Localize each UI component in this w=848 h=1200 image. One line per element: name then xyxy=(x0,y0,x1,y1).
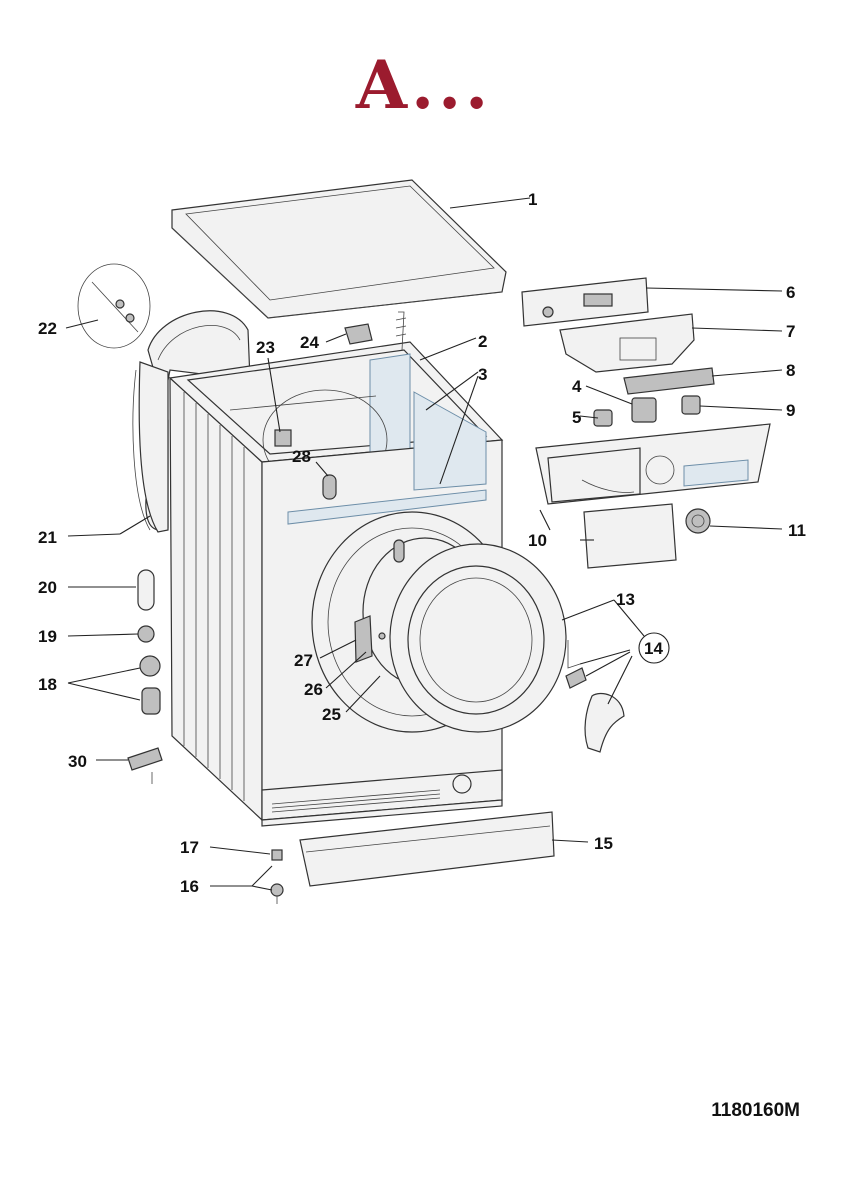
page-title: A... xyxy=(355,46,493,124)
screw-17 xyxy=(271,849,283,861)
callout-25: 25 xyxy=(322,705,341,724)
plinth-cover-15 xyxy=(299,811,555,887)
rear-cover xyxy=(132,310,251,533)
hinge-parts-14 xyxy=(565,640,625,753)
switch-9 xyxy=(681,395,701,415)
callout-26: 26 xyxy=(304,680,323,699)
top-lid xyxy=(171,179,507,319)
door xyxy=(389,543,567,733)
callout-2: 2 xyxy=(478,332,487,351)
callout-19: 19 xyxy=(38,627,57,646)
buttons-8 xyxy=(623,367,715,395)
callout-27: 27 xyxy=(294,651,313,670)
drawer-handle-10 xyxy=(583,503,677,569)
callout-4: 4 xyxy=(572,377,582,396)
knob-11 xyxy=(685,508,711,534)
hose-22 xyxy=(77,263,151,349)
callout-15: 15 xyxy=(594,834,613,853)
callout-labels: 1 2 3 4 5 6 7 8 9 10 11 13 14 15 16 17 1… xyxy=(38,190,806,896)
callout-14-badge: 14 xyxy=(638,632,670,664)
switch-4 xyxy=(631,397,657,423)
callout-11: 11 xyxy=(788,521,806,540)
callout-10: 10 xyxy=(528,531,547,550)
callout-5: 5 xyxy=(572,408,581,427)
callout-24: 24 xyxy=(300,333,319,352)
callout-3: 3 xyxy=(478,365,487,384)
bracket-23 xyxy=(274,429,292,447)
callout-9: 9 xyxy=(786,401,795,420)
clip-24 xyxy=(344,311,407,351)
control-panel-fascia xyxy=(535,423,771,505)
leader-lines xyxy=(65,197,783,891)
callout-16: 16 xyxy=(180,877,199,896)
callout-14: 14 xyxy=(644,639,663,658)
foot-18 xyxy=(139,655,161,715)
callout-17: 17 xyxy=(180,838,199,857)
panel-6 xyxy=(521,277,649,327)
callout-20: 20 xyxy=(38,578,57,597)
callout-1: 1 xyxy=(528,190,537,209)
pad-28 xyxy=(322,474,337,500)
hinge-26 xyxy=(354,615,386,663)
callout-21: 21 xyxy=(38,528,57,547)
callout-13: 13 xyxy=(616,590,635,609)
callout-23: 23 xyxy=(256,338,275,357)
callout-7: 7 xyxy=(786,322,795,341)
grommet-19 xyxy=(137,625,155,643)
seal-20 xyxy=(137,569,155,611)
callout-28: 28 xyxy=(292,447,311,466)
foot-16 xyxy=(270,883,284,904)
connector-30 xyxy=(127,747,163,784)
callout-6: 6 xyxy=(786,283,795,302)
callout-8: 8 xyxy=(786,361,795,380)
callout-18: 18 xyxy=(38,675,57,694)
callout-22: 22 xyxy=(38,319,57,338)
board-7 xyxy=(559,313,695,373)
callout-30: 30 xyxy=(68,752,87,771)
drawing-code: 1180160M xyxy=(711,1100,800,1121)
